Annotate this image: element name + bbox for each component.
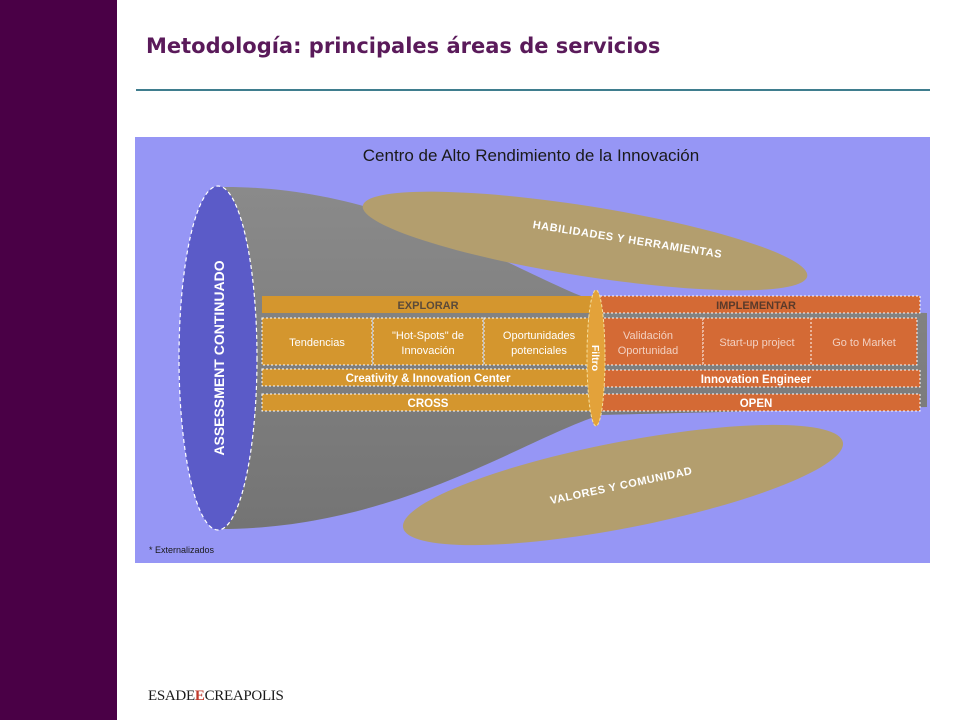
innovation-engineer-label: Innovation Engineer: [701, 374, 812, 386]
assessment-ellipse: [178, 185, 258, 531]
logo-part-esade: ESADE: [148, 688, 195, 704]
explorar-panel: EXPLORAR Tendencias "Hot-Spots" de Innov…: [261, 296, 603, 412]
implementar-cell: [702, 317, 812, 366]
open-label: OPEN: [740, 398, 773, 410]
cell-text: Start-up project: [719, 337, 794, 349]
esade-creapolis-logo: ESADEECREAPOLIS: [148, 688, 284, 705]
logo-part-creapolis: CREAPOLIS: [204, 688, 284, 704]
skills-ellipse: [362, 191, 808, 291]
cell-text: Oportunidad: [618, 345, 679, 357]
cell-text: Oportunidades: [503, 330, 576, 342]
implementar-panel: IMPLEMENTAR Validación Oportunidad Start…: [599, 295, 921, 412]
sidebar-band: [0, 0, 117, 720]
cell-text: Tendencias: [289, 337, 345, 349]
implementar-cell: [810, 317, 918, 366]
cell-text: potenciales: [511, 345, 567, 357]
title-divider: [136, 89, 930, 91]
diagram-title: Centro de Alto Rendimiento de la Innovac…: [363, 146, 699, 165]
innovation-diagram: Centro de Alto Rendimiento de la Innovac…: [135, 137, 930, 563]
explorar-cell: [261, 317, 373, 366]
assessment-label: ASSESSMENT CONTINUADO: [211, 260, 227, 455]
filter-label: Filtro: [589, 345, 601, 371]
explorar-header: EXPLORAR: [397, 300, 458, 312]
logo-mark: E: [194, 688, 205, 704]
filter-ellipse: [586, 289, 606, 427]
page-title: Metodología: principales áreas de servic…: [146, 34, 661, 58]
cell-text: Innovación: [401, 345, 454, 357]
cell-text: Go to Market: [832, 337, 896, 349]
explorar-header-bar: [262, 296, 602, 313]
cell-text: Validación: [623, 330, 673, 342]
implementar-cell: [599, 317, 704, 366]
values-ellipse: [402, 424, 844, 546]
creativity-center-label: Creativity & Innovation Center: [346, 373, 511, 385]
cell-text: "Hot-Spots" de: [392, 330, 464, 342]
explorar-cell: [372, 317, 484, 366]
implementar-header: IMPLEMENTAR: [716, 300, 796, 312]
cross-label: CROSS: [408, 398, 449, 410]
footnote: * Externalizados: [149, 545, 215, 555]
